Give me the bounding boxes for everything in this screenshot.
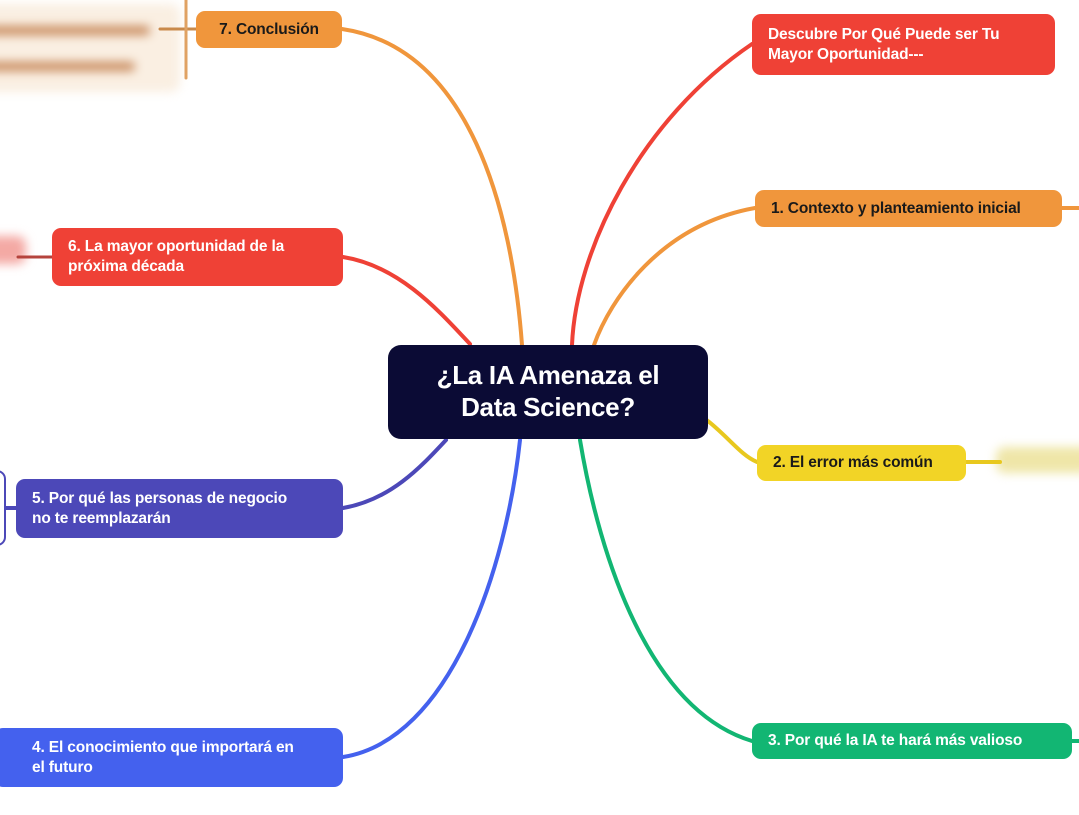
- connector-conclusion: [340, 27, 524, 347]
- branch-label-conocimiento-line2: el futuro: [32, 758, 93, 776]
- branch-label-error: 2. El error más común: [773, 454, 933, 472]
- connector-error: [702, 416, 759, 464]
- branch-label-conclusion: 7. Conclusión: [219, 20, 319, 38]
- blurred-text-line: [0, 62, 135, 71]
- branch-label-oportunidad: 6. La mayor oportunidad de la próxima dé…: [68, 237, 284, 277]
- branch-label-conocimiento-line1: 4. El conocimiento que importará en: [32, 738, 294, 756]
- branch-node-promo[interactable]: Descubre Por Qué Puede ser Tu Mayor Opor…: [752, 14, 1055, 75]
- branch-node-contexto[interactable]: 1. Contexto y planteamiento inicial: [755, 190, 1062, 227]
- blurred-child-node-error: [996, 447, 1079, 473]
- branch-label-negocio-line2: no te reemplazarán: [32, 509, 171, 527]
- branch-node-conocimiento[interactable]: 4. El conocimiento que importará en el f…: [0, 728, 343, 787]
- branch-label-valioso: 3. Por qué la IA te hará más valioso: [768, 732, 1023, 750]
- central-node-line2: Data Science?: [461, 392, 635, 422]
- connector-negocio: [341, 438, 448, 510]
- central-node[interactable]: ¿La IA Amenaza el Data Science?: [388, 345, 708, 439]
- branch-label-negocio: 5. Por qué las personas de negocio no te…: [32, 489, 287, 529]
- central-node-line1: ¿La IA Amenaza el: [436, 360, 660, 391]
- connector-contexto: [592, 206, 757, 347]
- branch-label-oportunidad-line1: 6. La mayor oportunidad de la: [68, 238, 285, 256]
- branch-node-conclusion[interactable]: 7. Conclusión: [196, 11, 342, 48]
- connector-valioso: [578, 438, 754, 743]
- branch-node-valioso[interactable]: 3. Por qué la IA te hará más valioso: [752, 723, 1072, 759]
- blurred-child-group-conclusion: [0, 4, 180, 92]
- branch-node-error[interactable]: 2. El error más común: [757, 445, 966, 481]
- blurred-child-node-oportunidad: [0, 236, 26, 264]
- branch-node-oportunidad[interactable]: 6. La mayor oportunidad de la próxima dé…: [52, 228, 343, 286]
- branch-label-negocio-line1: 5. Por qué las personas de negocio: [32, 489, 288, 507]
- connector-promo: [570, 42, 754, 347]
- connector-conocimiento: [341, 438, 522, 759]
- connector-oportunidad: [341, 255, 472, 346]
- branch-label-promo-line1: Descubre Por Qué Puede ser Tu: [768, 25, 1000, 43]
- branch-label-promo-line2: Mayor Oportunidad---: [768, 45, 924, 63]
- branch-label-oportunidad-line2: próxima década: [68, 258, 184, 275]
- branch-label-promo: Descubre Por Qué Puede ser Tu Mayor Opor…: [768, 25, 1000, 65]
- branch-label-conocimiento: 4. El conocimiento que importará en el f…: [10, 738, 294, 778]
- blurred-text-line: [0, 26, 150, 35]
- branch-label-contexto: 1. Contexto y planteamiento inicial: [771, 199, 1021, 217]
- branch-node-negocio[interactable]: 5. Por qué las personas de negocio no te…: [16, 479, 343, 538]
- offscreen-node-frame-negocio: [0, 470, 6, 546]
- central-node-label: ¿La IA Amenaza el Data Science?: [437, 360, 660, 423]
